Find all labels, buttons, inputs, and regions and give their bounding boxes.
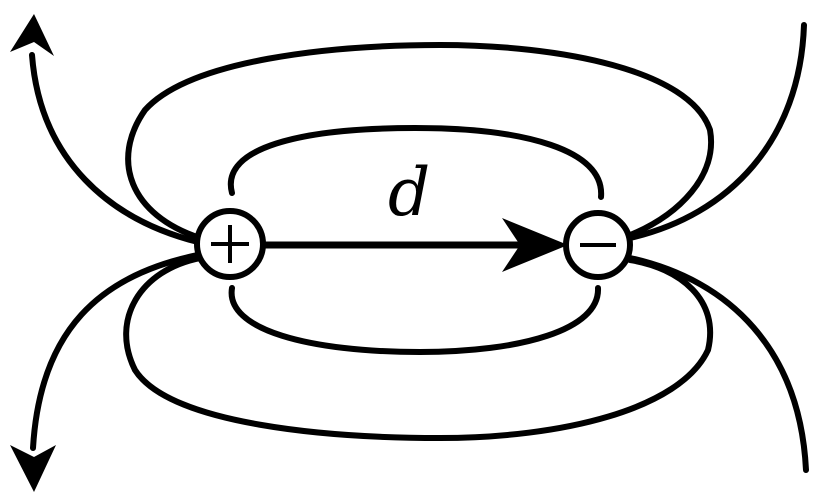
- field-line-outer-bottom-right: [627, 255, 809, 473]
- field-line-outer-bottom-left: [30, 252, 201, 451]
- negative-charge: −: [563, 210, 633, 280]
- positive-charge: +: [194, 208, 266, 280]
- field-line-inner-top: [227, 124, 605, 200]
- separation-label: d: [388, 154, 430, 231]
- arrowhead-down-left: [10, 445, 56, 492]
- dipole-arrowhead: [502, 218, 568, 272]
- field-line-middle-bottom: [123, 255, 713, 442]
- field-line-inner-bottom: [228, 285, 602, 356]
- arrowhead-up-left: [10, 14, 54, 56]
- field-line-outer-top-right: [627, 22, 807, 241]
- field-line-middle-top: [125, 41, 715, 241]
- field-line-outer-top-left: [29, 52, 201, 245]
